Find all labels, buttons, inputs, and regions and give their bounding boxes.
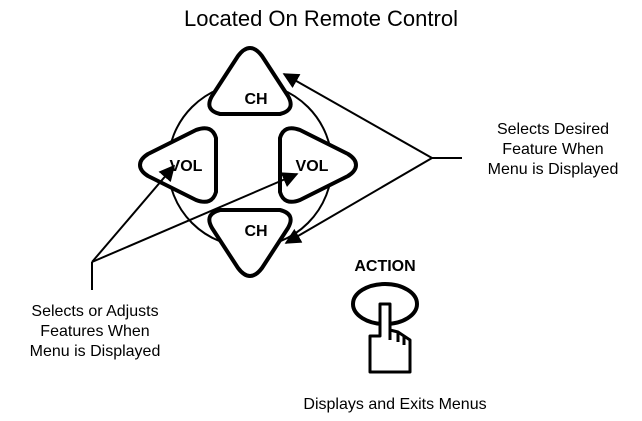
volume-right-label: VOL — [296, 158, 329, 175]
channel-down-label: CH — [244, 223, 267, 240]
channel-callout-line-3: Menu is Displayed — [487, 161, 619, 178]
volume-callout-line-1: Selects or Adjusts — [31, 303, 159, 320]
volume-callout-line-2: Features When — [40, 323, 150, 340]
channel-callout-text: Selects Desired Feature When Menu is Dis… — [468, 120, 638, 180]
channel-down-button[interactable]: CH — [207, 208, 293, 278]
callout-arrow-to-ch-up — [282, 73, 433, 159]
volume-right-button[interactable]: VOL — [278, 126, 358, 204]
action-callout-text: Displays and Exits Menus — [303, 396, 487, 413]
volume-callout-text: Selects or Adjusts Features When Menu is… — [0, 302, 190, 362]
channel-callout-line-1: Selects Desired — [496, 121, 610, 138]
channel-up-button[interactable]: CH — [207, 46, 293, 116]
diagram-title: Located On Remote Control — [184, 6, 458, 31]
volume-left-label: VOL — [170, 158, 203, 175]
callout-arrow-to-vol-left — [91, 164, 176, 263]
channel-up-label: CH — [244, 91, 267, 108]
callout-arrow-to-vol-right — [91, 172, 299, 263]
volume-callout-line-3: Menu is Displayed — [29, 343, 161, 360]
callout-arrow-to-ch-down — [284, 157, 433, 244]
volume-left-button[interactable]: VOL — [138, 126, 218, 204]
channel-callout-line-2: Feature When — [502, 141, 604, 158]
pressing-hand-icon — [368, 302, 412, 374]
action-button-label: ACTION — [354, 258, 416, 275]
